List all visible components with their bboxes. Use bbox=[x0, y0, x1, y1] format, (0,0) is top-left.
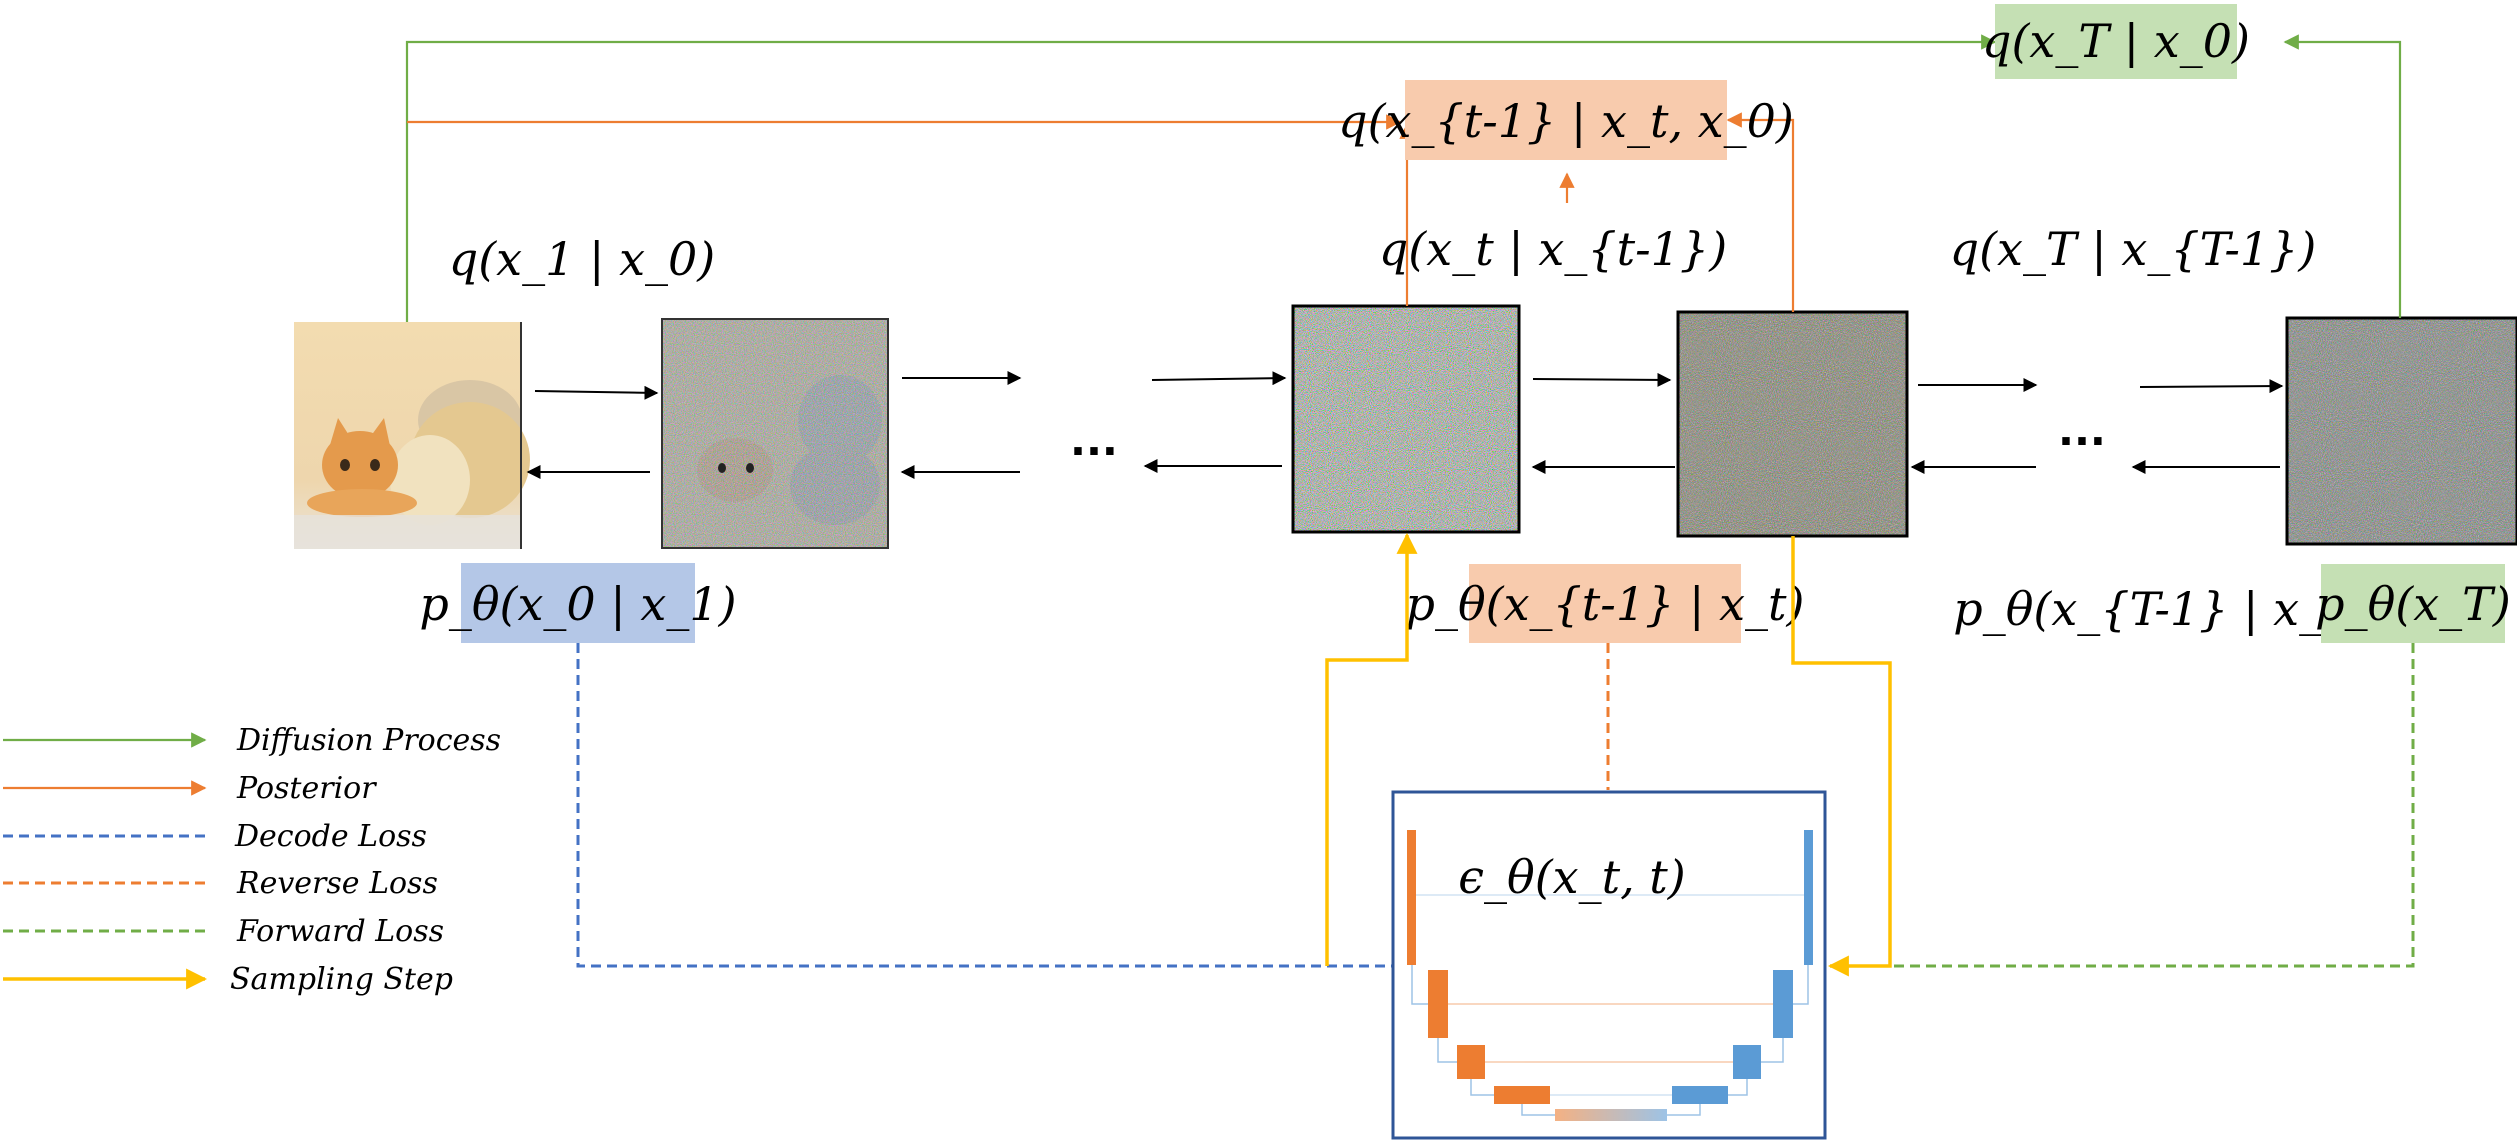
unet-enc-4 bbox=[1494, 1086, 1550, 1104]
chain-arrows bbox=[526, 371, 2284, 479]
legend-label-decode-loss: Decode Loss bbox=[234, 819, 427, 854]
arrow-forward-4 bbox=[1532, 372, 1672, 387]
image-x0-clean bbox=[294, 322, 530, 549]
label-q-xt-xt1: q(x_t | x_{t-1}) bbox=[1379, 222, 1727, 276]
box-p-xt1-xt bbox=[1469, 564, 1741, 643]
box-p-xT bbox=[2321, 564, 2505, 643]
label-q-posterior: q(x_{t-1} | x_t, x_0) bbox=[1338, 94, 1794, 148]
arrow-forward-3 bbox=[1151, 371, 1287, 386]
forward-loss-line bbox=[1830, 643, 2415, 968]
legend-label-diffusion-process: Diffusion Process bbox=[236, 723, 501, 758]
label-p-x0-x1: p_θ(x_0 | x_1) bbox=[419, 577, 736, 631]
arrow-forward-6 bbox=[2139, 379, 2284, 394]
unet-skips bbox=[1416, 894, 1804, 1096]
unet-enc-1 bbox=[1407, 830, 1416, 965]
box-q-xT-x0 bbox=[1995, 4, 2237, 79]
unet-dec-4 bbox=[1672, 1086, 1728, 1104]
image-xt-noisy bbox=[1676, 310, 1909, 538]
unet-enc-3 bbox=[1457, 1045, 1485, 1079]
unet-dec-2 bbox=[1773, 970, 1793, 1038]
image-x1-noisy bbox=[661, 318, 889, 549]
arrow-forward-1 bbox=[534, 385, 659, 400]
unet-dec-1 bbox=[1804, 830, 1813, 965]
unet-enc-2 bbox=[1428, 970, 1448, 1038]
label-q-xT-x0: q(x_T | x_0) bbox=[1982, 14, 2250, 68]
ellipsis-1: ... bbox=[1070, 416, 1118, 465]
box-q-posterior bbox=[1405, 80, 1727, 160]
unet-bottleneck bbox=[1555, 1109, 1667, 1121]
legend-item-posterior: Posterior bbox=[3, 771, 377, 806]
legend-item-forward-loss: Forward Loss bbox=[3, 914, 444, 949]
unet-down-links bbox=[1411, 965, 1809, 1116]
ellipsis-2: ... bbox=[2058, 406, 2106, 455]
label-q-xT-xT1: q(x_T | x_{T-1}) bbox=[1950, 222, 2317, 276]
legend-label-reverse-loss: Reverse Loss bbox=[236, 866, 438, 901]
label-q-x1-x0: q(x_1 | x_0) bbox=[449, 232, 716, 286]
diffusion-process-arrows bbox=[405, 34, 2402, 322]
unet-dec-3 bbox=[1733, 1045, 1761, 1079]
unet-box: ϵ_θ(x_t, t) bbox=[1391, 790, 1827, 1140]
legend-label-posterior: Posterior bbox=[236, 771, 377, 806]
box-p-x0-x1 bbox=[461, 563, 695, 643]
sampling-step-out bbox=[1325, 532, 1418, 966]
legend: Diffusion Process Posterior Decode Loss … bbox=[3, 723, 501, 997]
legend-item-sampling-step: Sampling Step bbox=[3, 962, 453, 997]
sampling-step-in bbox=[1791, 536, 1892, 977]
legend-label-sampling-step: Sampling Step bbox=[230, 962, 453, 997]
legend-item-decode-loss: Decode Loss bbox=[3, 819, 427, 854]
image-xt1-noisy bbox=[1291, 304, 1521, 534]
legend-label-forward-loss: Forward Loss bbox=[236, 914, 444, 949]
label-p-xt1-xt: p_θ(x_{t-1} | x_t) bbox=[1406, 577, 1805, 631]
legend-item-diffusion-process: Diffusion Process bbox=[3, 723, 501, 758]
label-p-xT1-xT: p_θ(x_{T-1} | x_T) bbox=[1953, 582, 2370, 636]
legend-item-reverse-loss: Reverse Loss bbox=[3, 866, 438, 901]
image-xT-noise bbox=[2285, 316, 2517, 546]
decode-loss-line bbox=[576, 643, 1394, 968]
label-p-xT: p_θ(x_T) bbox=[2315, 577, 2511, 631]
label-eps-theta: ϵ_θ(x_t, t) bbox=[1458, 850, 1686, 904]
